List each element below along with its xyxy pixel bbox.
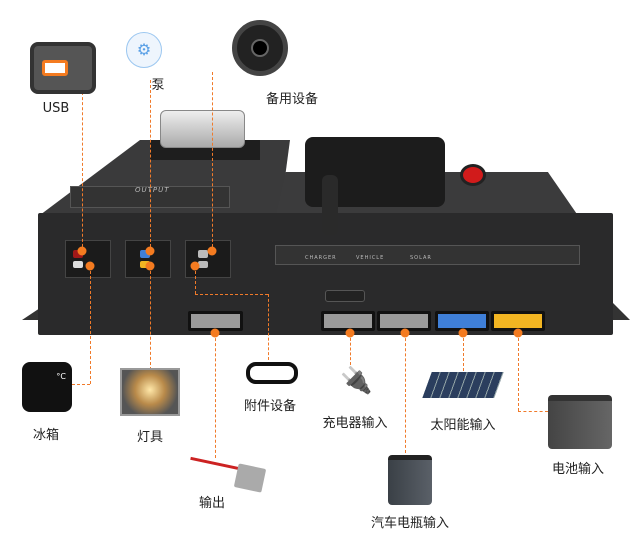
dc-socket: [325, 290, 365, 302]
port-backup-accessory[interactable]: [185, 240, 231, 278]
port-blue: [140, 250, 150, 258]
leader-fridge-h: [72, 384, 90, 385]
marker: [458, 328, 468, 338]
solar-panel-icon: [422, 372, 504, 398]
port-fridge-usb[interactable]: [65, 240, 111, 278]
mirror-icon: [246, 362, 298, 384]
leader-usb: [82, 92, 83, 252]
output-connector-icon: [233, 463, 267, 493]
charger-plug-icon: 🔌: [340, 366, 373, 396]
label-charger: 充电器输入: [322, 416, 388, 431]
output-cable-icon: [190, 456, 240, 471]
panel-inputs: [275, 245, 580, 265]
marker: [210, 328, 220, 338]
label-output: 输出: [198, 496, 226, 511]
fuse-box-cover: [160, 110, 245, 148]
port-grey1: [198, 250, 208, 258]
fridge-icon: °C: [22, 362, 72, 412]
label-accessory: 附件设备: [243, 399, 297, 414]
marker: [77, 246, 87, 256]
port-grey2: [198, 261, 208, 268]
leader-backup: [212, 72, 213, 252]
label-battery: 电池输入: [551, 462, 605, 477]
marker: [345, 328, 355, 338]
leader-battery: [518, 333, 519, 411]
panel-output-label: OUTPUT: [135, 186, 170, 194]
leader-output: [215, 333, 216, 458]
inverter-cable: [322, 175, 338, 235]
marker: [145, 246, 155, 256]
leader-pump: [150, 80, 151, 252]
label-fridge: 冰箱: [32, 428, 60, 443]
label-vehicle: 汽车电瓶输入: [370, 516, 450, 531]
usb-icon: [30, 42, 96, 94]
marker: [190, 261, 200, 271]
marker: [85, 261, 95, 271]
cigarette-socket-icon: [232, 20, 288, 76]
pump-icon: ⚙: [126, 32, 162, 68]
marker: [513, 328, 523, 338]
car-battery-icon: [388, 455, 432, 505]
marker: [145, 261, 155, 271]
leader-accessory-c: [268, 294, 269, 360]
panel-label-charger: CHARGER: [305, 255, 337, 261]
leader-fridge: [90, 266, 91, 384]
label-backup: 备用设备: [265, 92, 319, 107]
emergency-switch[interactable]: [460, 164, 486, 186]
lamp-image: [120, 368, 180, 416]
label-pump: 泵: [151, 78, 165, 93]
leader-accessory-b: [195, 294, 268, 295]
marker: [400, 328, 410, 338]
label-lamp: 灯具: [136, 430, 164, 445]
panel-label-vehicle: VEHICLE: [356, 255, 385, 261]
battery-icon: [548, 395, 612, 449]
port-white: [73, 261, 83, 268]
leader-charger: [350, 333, 351, 365]
leader-solar: [463, 333, 464, 371]
label-usb: USB: [42, 101, 70, 116]
label-solar: 太阳能输入: [430, 418, 496, 433]
port-lamp-pump[interactable]: [125, 240, 171, 278]
leader-vehicle: [405, 333, 406, 453]
leader-battery-h: [518, 411, 548, 412]
port-yellow: [140, 261, 150, 268]
marker: [207, 246, 217, 256]
panel-label-solar: SOLAR: [410, 255, 432, 261]
leader-lamp: [150, 266, 151, 370]
leader-accessory-a: [195, 266, 196, 294]
